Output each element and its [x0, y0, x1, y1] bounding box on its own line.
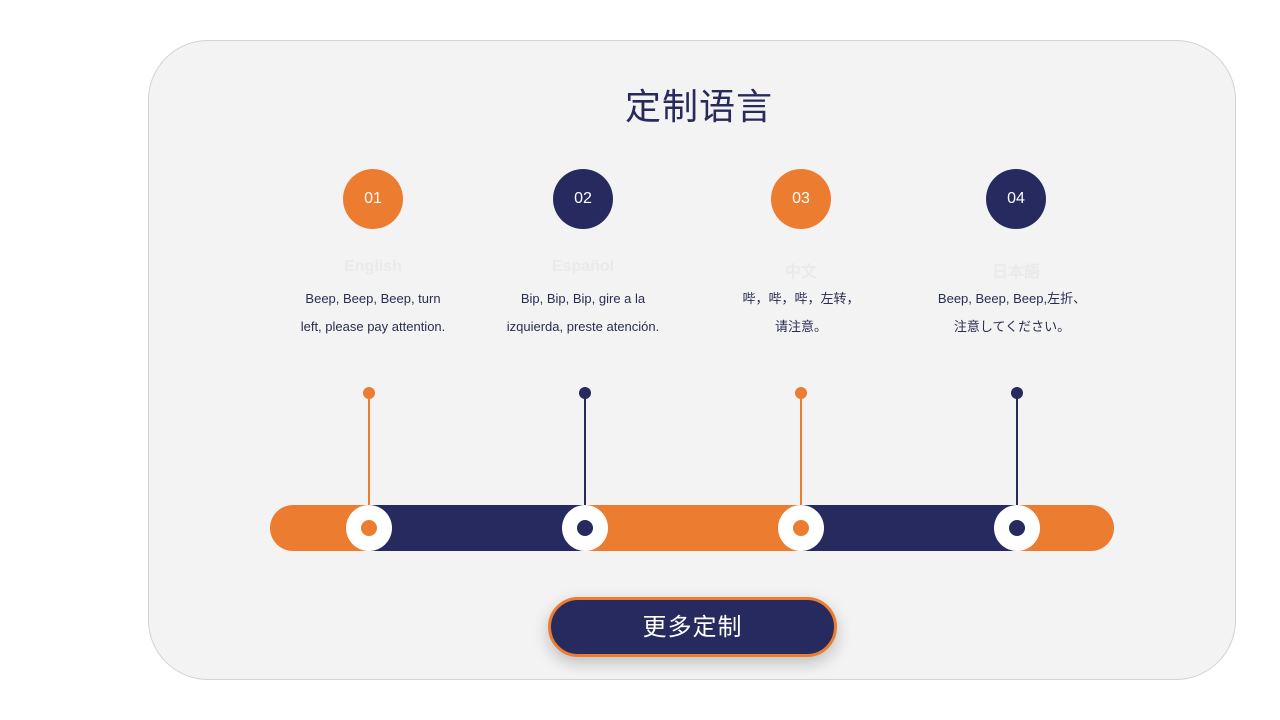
timeline-node-01-center — [361, 520, 377, 536]
step-language-01: English — [344, 258, 402, 275]
step-description-01-line2: left, please pay attention. — [300, 319, 446, 334]
step-description-02-line2: izquierda, preste atención. — [506, 319, 660, 334]
timeline-node-01 — [346, 505, 392, 551]
connector-line-01 — [368, 393, 370, 527]
step-description-02-line1: Bip, Bip, Bip, gire a la — [520, 291, 646, 306]
step-description-04: Beep, Beep, Beep,左折、 注意してください。 — [897, 285, 1127, 341]
step-language-03: 中文 — [784, 264, 817, 281]
connector-line-03 — [800, 393, 802, 527]
page-title: 定制语言 — [624, 87, 773, 128]
timeline-node-04 — [994, 505, 1040, 551]
content-card — [148, 40, 1236, 680]
step-badge-03: 03 — [771, 169, 831, 229]
step-description-04-line2: 注意してください。 — [953, 319, 1071, 334]
step-description-01: Beep, Beep, Beep, turn left, please pay … — [258, 285, 488, 341]
step-badge-01: 01 — [343, 169, 403, 229]
timeline-node-03-center — [793, 520, 809, 536]
step-description-03-line2: 请注意。 — [774, 319, 827, 334]
step-badge-04: 04 — [986, 169, 1046, 229]
more-customization-button[interactable]: 更多定制 — [548, 597, 837, 657]
timeline-node-02 — [562, 505, 608, 551]
connector-line-02 — [584, 393, 586, 527]
step-description-01-line1: Beep, Beep, Beep, turn — [305, 291, 441, 306]
timeline-track — [270, 505, 1114, 551]
step-description-03: 哔，哔，哔，左转， 请注意。 — [686, 285, 916, 341]
step-description-04-line1: Beep, Beep, Beep,左折、 — [937, 291, 1087, 306]
step-language-04: 日本語 — [991, 264, 1040, 281]
connector-line-04 — [1016, 393, 1018, 527]
timeline-node-03 — [778, 505, 824, 551]
step-badge-02: 02 — [553, 169, 613, 229]
track-segment-navy — [801, 505, 1017, 551]
timeline-node-02-center — [577, 520, 593, 536]
timeline-node-04-center — [1009, 520, 1025, 536]
step-description-02: Bip, Bip, Bip, gire a la izquierda, pres… — [468, 285, 698, 341]
step-language-02: Español — [551, 258, 615, 275]
track-segment-navy — [369, 505, 585, 551]
step-description-03-line1: 哔，哔，哔，左转， — [742, 291, 860, 306]
track-segment-orange — [585, 505, 801, 551]
